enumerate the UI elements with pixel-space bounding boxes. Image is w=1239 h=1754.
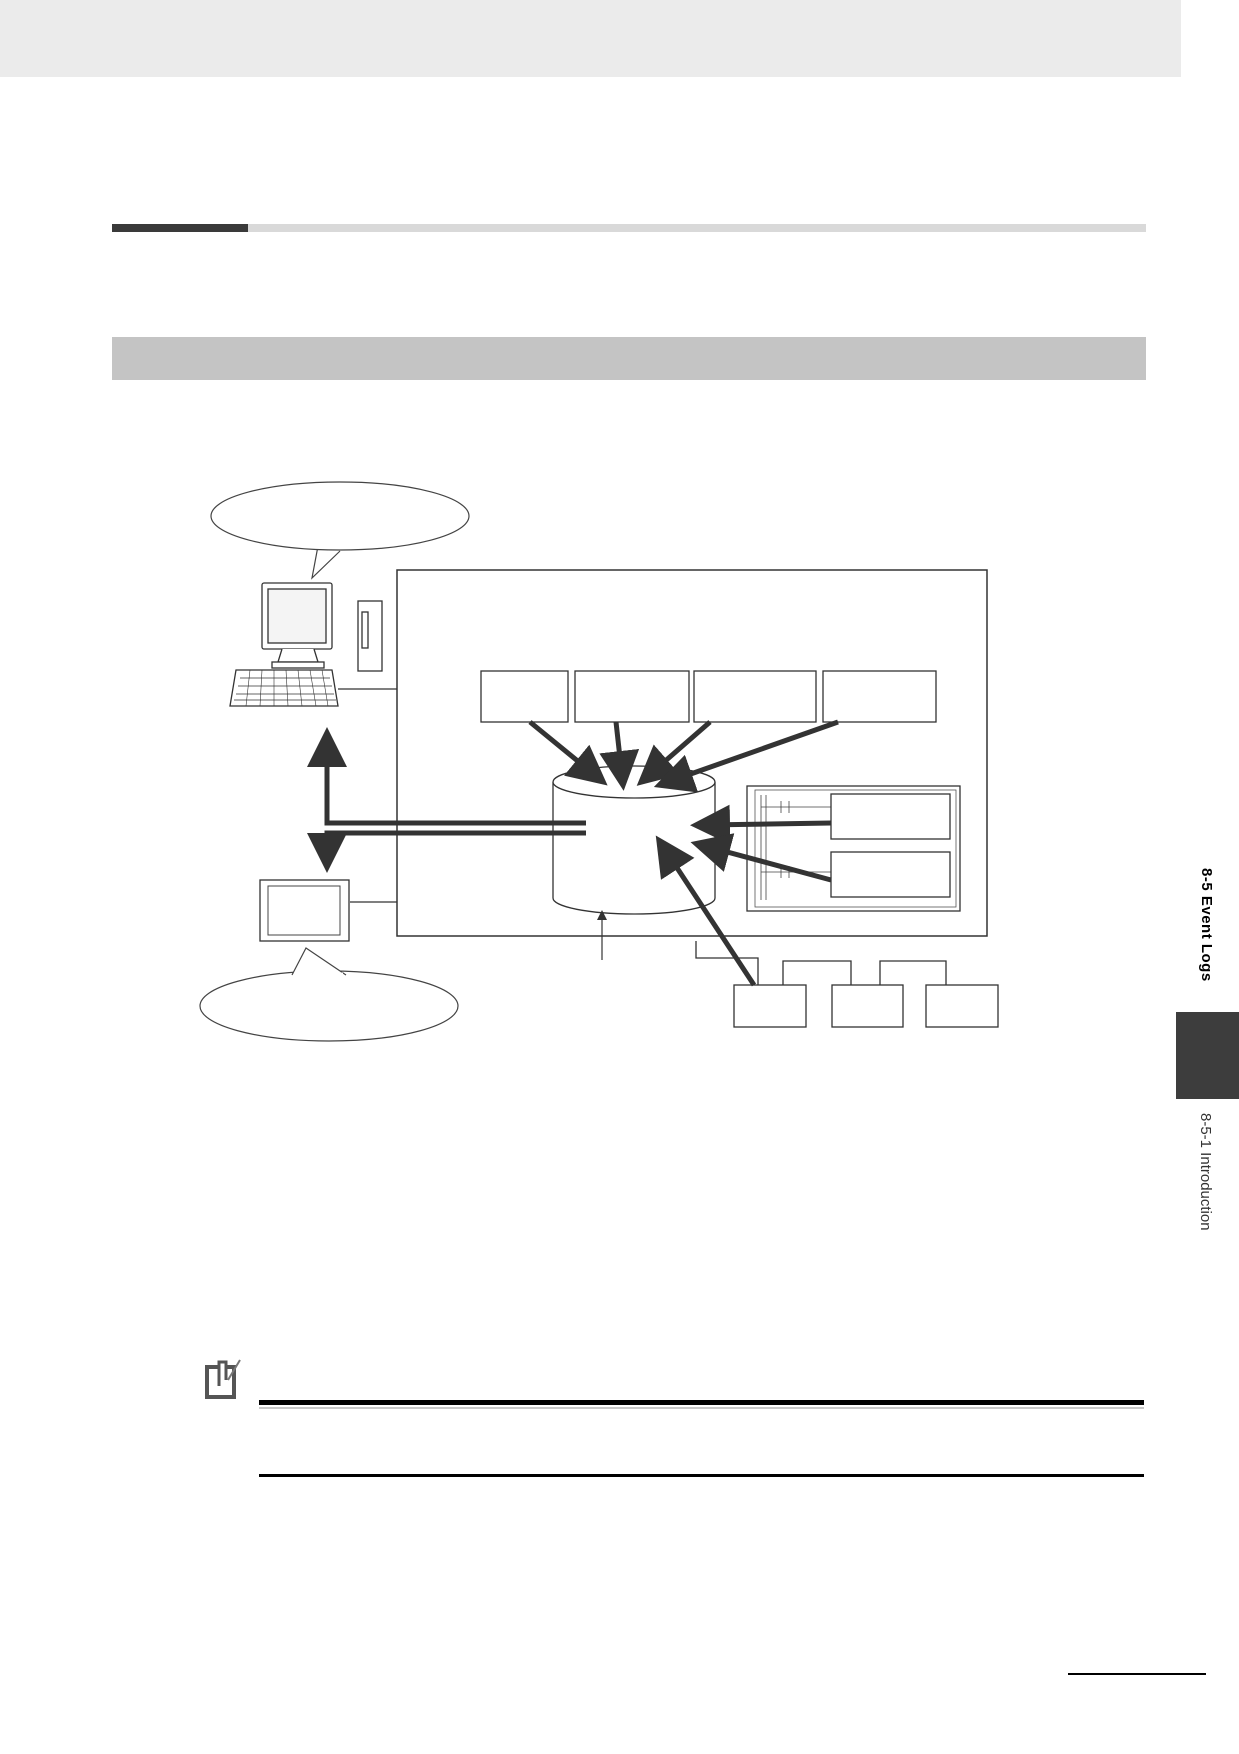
side-tab-section-label: 8-5 Event Logs: [1198, 868, 1215, 982]
section-heading-rule: [248, 224, 1146, 232]
speech-bubble-computer: [210, 481, 470, 580]
hmi-icon: [259, 879, 350, 942]
arrow-box1-to-db: [528, 720, 608, 786]
event-source-box-3: [693, 670, 817, 723]
precaution-icon: [205, 1359, 241, 1399]
arrow-user-event-1-to-db: [690, 804, 832, 845]
computer-icon: [229, 582, 383, 707]
note-top-rule: [259, 1400, 1144, 1405]
side-tab-subsection-label: 8-5-1 Introduction: [1197, 1113, 1214, 1231]
page-number-rule: [1068, 1673, 1206, 1675]
speech-bubble-hmi: [199, 947, 459, 1042]
arrow-box2-to-db: [599, 721, 640, 791]
slave-box-1: [733, 984, 807, 1028]
event-source-box-4: [822, 670, 937, 723]
note-top-rule-shadow: [259, 1407, 1144, 1409]
arrow-db-to-hmi: [307, 830, 586, 873]
arrow-user-event-2-to-db: [690, 833, 832, 883]
subsection-heading-bar: [112, 337, 1146, 380]
user-program-area: [746, 785, 961, 912]
note-bottom-rule: [259, 1474, 1144, 1477]
arrow-box4-to-db: [653, 719, 839, 793]
page-header-band: [0, 0, 1181, 77]
user-event-box-2: [830, 851, 951, 898]
section-heading-rule-accent: [112, 224, 248, 232]
controller-box: [396, 569, 988, 937]
event-source-box-1: [480, 670, 569, 723]
user-event-box-1: [830, 793, 951, 840]
arrow-db-to-computer: [307, 727, 586, 826]
slave-box-3: [925, 984, 999, 1028]
arrow-slave-to-db: [655, 835, 757, 987]
side-tab-marker: [1176, 1012, 1239, 1099]
event-source-box-2: [574, 670, 690, 723]
slave-box-2: [831, 984, 904, 1028]
